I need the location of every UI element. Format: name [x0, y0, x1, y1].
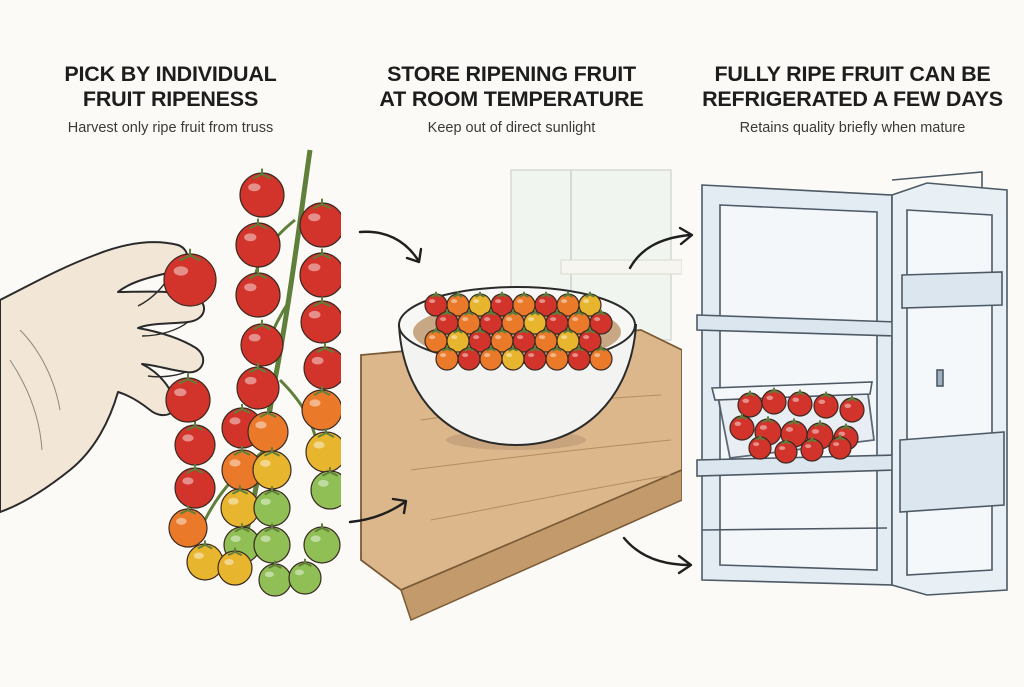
- panel-3-illustration: [696, 171, 1008, 596]
- panel-2-illustration: [360, 169, 682, 622]
- panel-1-heading-line-2: FRUIT RIPENESS: [82, 87, 259, 111]
- truss-fruit-group: [163, 168, 341, 597]
- panel-1-caption: Harvest only ripe fruit from truss: [67, 120, 274, 136]
- arrow-icon: [628, 226, 694, 270]
- panel-3-caption: Retains quality briefly when mature: [739, 120, 966, 136]
- arrow-icon: [348, 497, 408, 524]
- arrow-icon: [622, 536, 693, 575]
- panel-1-heading-line-1: PICK BY INDIVIDUAL: [64, 62, 277, 86]
- panel-2-caption: Keep out of direct sunlight: [427, 120, 596, 136]
- panel-2-heading-line-2: AT ROOM TEMPERATURE: [379, 87, 644, 111]
- panel-1-illustration: [0, 149, 341, 597]
- arrow-icon: [358, 230, 423, 264]
- panel-1-heading: PICK BY INDIVIDUAL FRUIT RIPENESS: [0, 62, 341, 112]
- fridge-fruit-group: [729, 387, 865, 464]
- panel-3-heading-line-2: REFRIGERATED A FEW DAYS: [702, 87, 1003, 111]
- bowl-fruit-group: [424, 291, 613, 371]
- panel-3-heading: FULLY RIPE FRUIT CAN BE REFRIGERATED A F…: [682, 62, 1023, 112]
- panel-3-heading-line-1: FULLY RIPE FRUIT CAN BE: [714, 62, 991, 86]
- panel-pick: PICK BY INDIVIDUAL FRUIT RIPENESS Harves…: [0, 0, 341, 687]
- panel-store: STORE RIPENING FRUIT AT ROOM TEMPERATURE…: [341, 0, 682, 687]
- fridge-icon: [696, 171, 1008, 596]
- hand-icon: [0, 241, 205, 513]
- panel-2-heading-line-1: STORE RIPENING FRUIT: [387, 62, 636, 86]
- panel-refrigerate: FULLY RIPE FRUIT CAN BE REFRIGERATED A F…: [682, 0, 1023, 687]
- panel-2-heading: STORE RIPENING FRUIT AT ROOM TEMPERATURE: [341, 62, 682, 112]
